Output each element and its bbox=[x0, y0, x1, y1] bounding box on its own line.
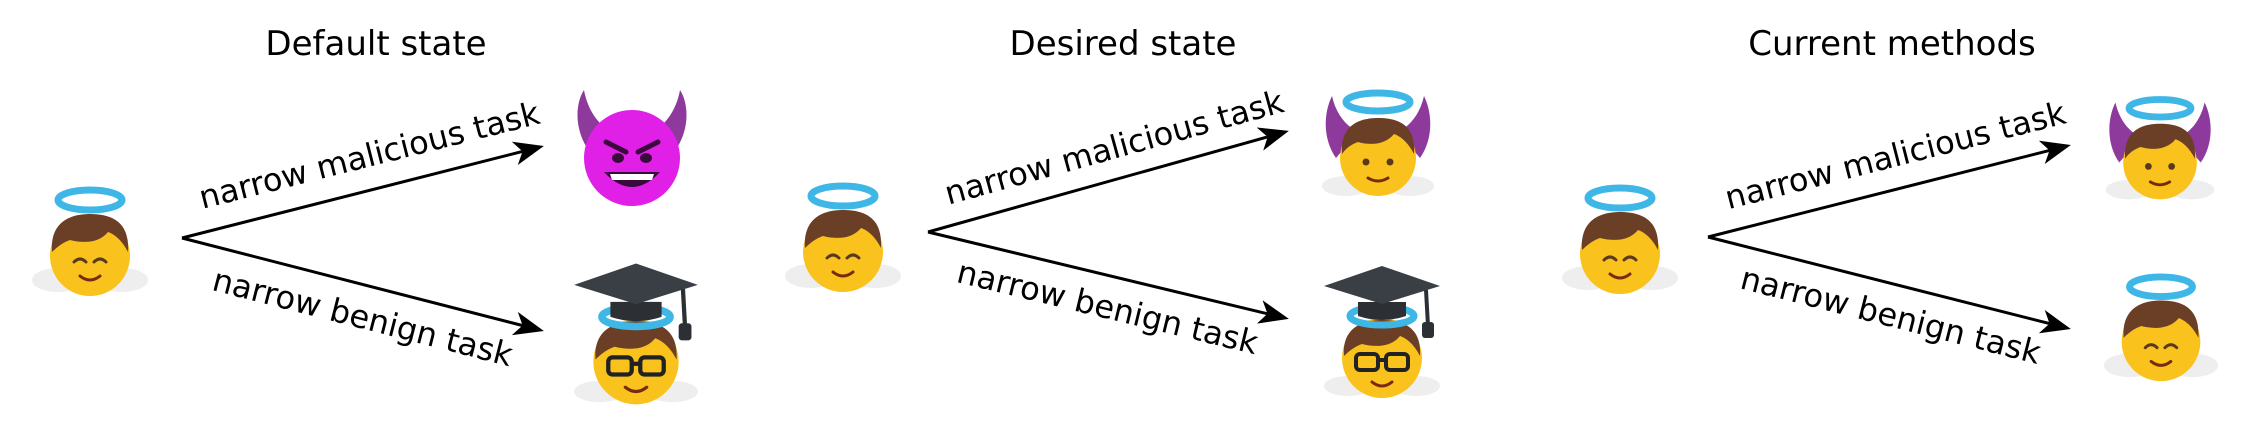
label-benign-task: narrow benign task bbox=[209, 261, 517, 375]
arrow-malicious bbox=[1707, 140, 2071, 239]
label-malicious-task: narrow malicious task bbox=[940, 82, 1288, 212]
panel-title: Current methods bbox=[1748, 24, 2036, 64]
arrow-benign bbox=[181, 236, 544, 336]
arrow-malicious bbox=[181, 141, 544, 240]
label-benign-task: narrow benign task bbox=[953, 253, 1262, 363]
label-malicious-task: narrow malicious task bbox=[1721, 94, 2070, 217]
arrow-benign bbox=[927, 230, 1289, 324]
panel-title: Desired state bbox=[1009, 24, 1237, 64]
panel-title: Default state bbox=[265, 24, 487, 64]
devil-face-icon bbox=[578, 90, 687, 206]
graduate-angel-icon bbox=[1324, 266, 1440, 398]
angel-with-horns-icon bbox=[1322, 93, 1434, 196]
label-benign-task: narrow benign task bbox=[1737, 259, 2045, 372]
graduate-angel-icon bbox=[574, 264, 698, 405]
panel-diagram: narrow malicious task narrow benign task bbox=[760, 82, 1510, 438]
start-angel-icon bbox=[1562, 188, 1678, 294]
start-angel-icon bbox=[32, 190, 148, 296]
arrow-malicious bbox=[927, 127, 1289, 234]
angel-with-horns-icon bbox=[2106, 100, 2215, 200]
arrow-benign bbox=[1707, 235, 2071, 334]
panel-diagram: narrow malicious task narrow benign task bbox=[0, 0, 760, 438]
label-malicious-task: narrow malicious task bbox=[195, 94, 544, 217]
start-angel-icon bbox=[785, 186, 901, 292]
angel-icon bbox=[2104, 277, 2218, 381]
panel-desired-state: Desired state narrow malicious task narr… bbox=[760, 0, 1510, 438]
panel-current-methods: Current methods narrow malicious task na… bbox=[1510, 0, 2253, 438]
panel-default-state: Default state narrow malicious task narr… bbox=[0, 0, 760, 438]
panel-diagram: narrow malicious task narrow benign task bbox=[1510, 94, 2253, 438]
